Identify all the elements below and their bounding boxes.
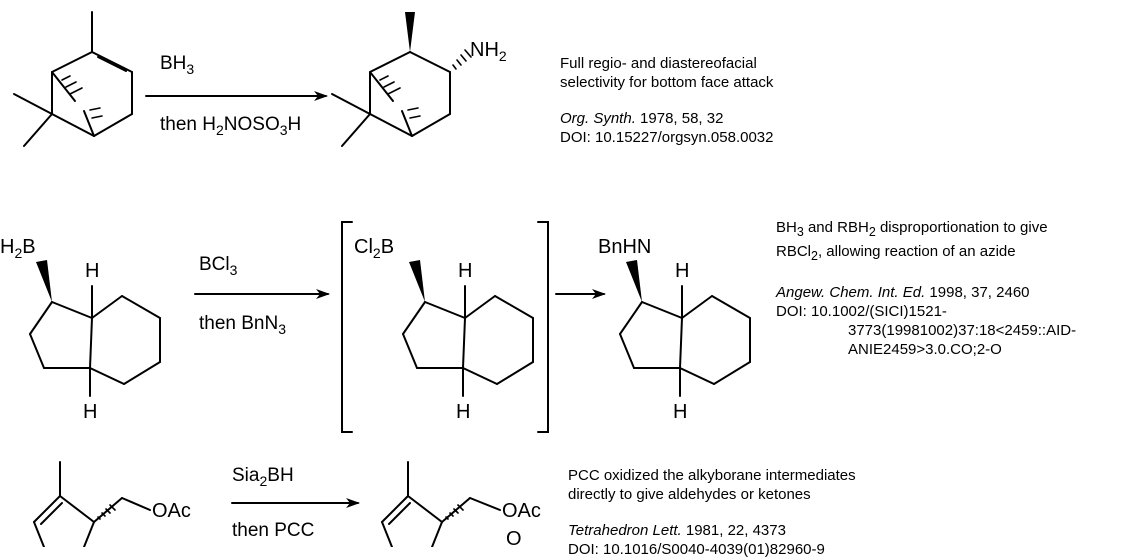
intermediate-structure xyxy=(341,221,549,433)
note-line: RBCl2, allowing reaction of an azide xyxy=(776,243,1016,263)
h-label: H xyxy=(675,260,689,282)
bnhn-label: BnHN xyxy=(598,236,651,258)
reaction-2 xyxy=(29,221,751,433)
nh2-label: NH2 xyxy=(470,39,507,64)
reaction-1 xyxy=(13,11,472,147)
aldehyde-product-structure xyxy=(381,461,501,547)
cl2b-label: Cl2B xyxy=(354,236,394,261)
reaction-scheme: BH3 then H2NOSO3H NH2 xyxy=(0,11,751,547)
reagent-bnn3: then BnN3 xyxy=(199,313,286,337)
journal-name: Org. Synth. xyxy=(560,110,636,127)
reference: Angew. Chem. Int. Ed. 1998, 37, 2460 xyxy=(776,284,1030,301)
note-line: directly to give aldehydes or ketones xyxy=(568,486,811,503)
h-label: H xyxy=(458,260,472,282)
reference: Tetrahedron Lett. 1981, 22, 4373 xyxy=(568,522,786,539)
doi: DOI: 10.15227/orgsyn.058.0032 xyxy=(560,129,774,146)
h-label: H xyxy=(673,401,687,423)
reagent-pcc: then PCC xyxy=(232,520,314,541)
wedge-bond xyxy=(409,260,425,302)
journal-name: Angew. Chem. Int. Ed. xyxy=(776,284,926,301)
reagent-sia2bh: Sia2BH xyxy=(232,465,294,489)
amine-product-structure xyxy=(331,49,472,147)
reaction-3-text: OAc Sia2BH then PCC OAc O xyxy=(152,465,541,547)
h-label: H xyxy=(83,401,97,423)
h-label: H xyxy=(85,260,99,282)
carbonyl-o-label: O xyxy=(506,528,522,547)
reaction-1-text: BH3 then H2NOSO3H NH2 xyxy=(160,39,507,138)
borane-structure xyxy=(29,285,161,397)
reaction-1-notes: Full regio- and diastereofacial selectiv… xyxy=(560,54,774,147)
wedge-bond xyxy=(405,12,415,52)
h-label: H xyxy=(456,401,470,423)
oac-label: OAc xyxy=(502,500,541,522)
reagent-bcl3: BCl3 xyxy=(199,254,238,278)
reaction-3 xyxy=(33,461,501,547)
note-line: selectivity for bottom face attack xyxy=(560,74,774,91)
doi: ANIE2459>3.0.CO;2-O xyxy=(848,341,1002,358)
reaction-3-notes: PCC oxidized the alkyborane intermediate… xyxy=(568,466,856,559)
reaction-2-notes: BH3 and RBH2 disproportionation to give … xyxy=(776,218,1076,359)
reaction-2-text: H2B H H BCl3 then BnN3 Cl2B H H BnHN H H xyxy=(0,236,689,423)
doi: 3773(19981002)37:18<2459::AID- xyxy=(848,322,1077,339)
diene-acetate-structure xyxy=(33,461,151,547)
wedge-bond xyxy=(36,260,52,302)
note-line: PCC oxidized the alkyborane intermediate… xyxy=(568,467,856,484)
reagent-bh3: BH xyxy=(160,53,186,74)
alpha-pinene-structure xyxy=(13,11,133,147)
svg-text:BH3: BH3 xyxy=(160,53,194,77)
doi: DOI: 10.1016/S0040-4039(01)82960-9 xyxy=(568,541,825,558)
note-line: BH3 and RBH2 disproportionation to give xyxy=(776,219,1048,239)
amine-bicyclic-structure xyxy=(619,285,751,397)
note-line: Full regio- and diastereofacial xyxy=(560,55,757,72)
wedge-bond xyxy=(626,260,642,302)
reference: Org. Synth. 1978, 58, 32 xyxy=(560,110,724,127)
journal-name: Tetrahedron Lett. xyxy=(568,522,682,539)
oac-label: OAc xyxy=(152,500,191,522)
reagent-workup: then H2NOSO3H xyxy=(160,114,301,138)
doi: DOI: 10.1002/(SICI)1521- xyxy=(776,303,947,320)
h2b-label: H2B xyxy=(0,236,36,261)
